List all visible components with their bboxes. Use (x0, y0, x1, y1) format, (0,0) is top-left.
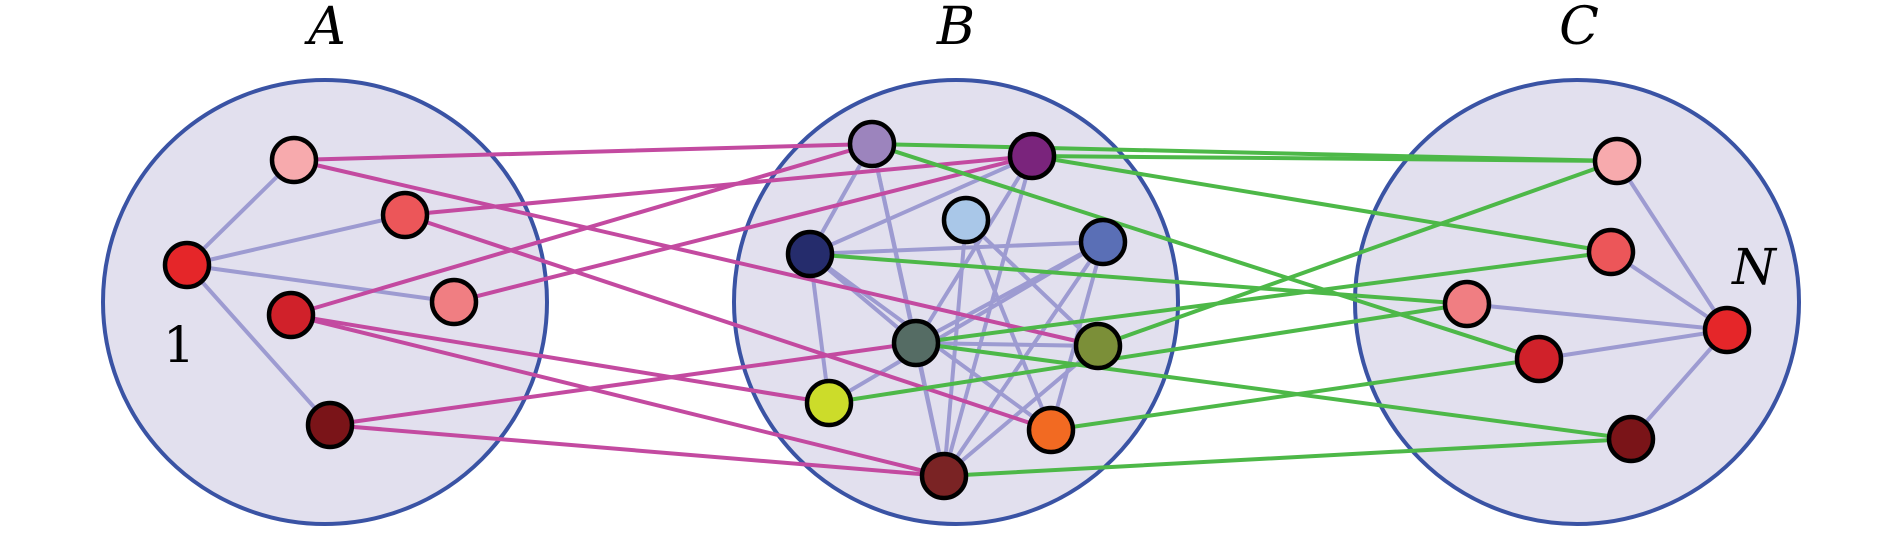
intra-edge-b1-b10 (870, 142, 946, 478)
node-c3 (1442, 279, 1492, 329)
edge-ab-a4-b1 (289, 142, 874, 317)
edge-bc-b1-c4 (870, 142, 1541, 361)
node-c5 (1702, 305, 1752, 355)
node-a1 (269, 135, 319, 185)
intra-edge-c1-c5 (1615, 159, 1729, 332)
node-b2 (1007, 131, 1057, 181)
edge-bc-b6-c2 (914, 250, 1613, 345)
intra-edge-c3-c5 (1465, 302, 1729, 332)
group-a-circle (101, 78, 549, 526)
node-b5 (1078, 217, 1128, 267)
node-b6 (891, 318, 941, 368)
edge-ab-a4-b8 (289, 313, 831, 405)
intra-edge-b2-b10 (942, 154, 1034, 478)
node-a5 (429, 277, 479, 327)
group-c-label: C (1559, 0, 1599, 57)
node-b7 (1073, 321, 1123, 371)
intra-edge-b4-b5 (808, 240, 1105, 256)
edge-ab-a5-b2 (452, 154, 1034, 304)
edge-bc-b6-c6 (914, 341, 1633, 441)
edge-ab-a6-b10 (328, 423, 946, 478)
node-b8 (804, 378, 854, 428)
edge-bc-b2-c2 (1030, 154, 1613, 254)
node-a3 (162, 240, 212, 290)
intra-edge-b2-b4 (808, 154, 1034, 256)
node-c2 (1586, 227, 1636, 277)
intra-edge-b2-b6 (914, 154, 1034, 345)
node-c1 (1592, 136, 1642, 186)
node-b1 (847, 119, 897, 169)
intra-edge-a3-a2 (185, 213, 407, 267)
edge-bc-b9-c4 (1049, 357, 1541, 432)
node-a6 (305, 400, 355, 450)
node-label-last: N (1731, 238, 1778, 296)
node-c4 (1514, 334, 1564, 384)
intra-edge-b6-b7 (914, 341, 1100, 348)
node-c6 (1606, 414, 1656, 464)
intra-edge-a3-a1 (185, 158, 296, 267)
intra-edge-c4-c5 (1537, 328, 1729, 361)
edge-bc-b7-c1 (1096, 159, 1619, 348)
group-a-label: A (304, 0, 346, 57)
node-b3 (941, 195, 991, 245)
node-a2 (380, 190, 430, 240)
intra-edge-a3-a6 (185, 263, 332, 427)
edge-ab-a4-b10 (289, 313, 946, 478)
edge-ab-a2-b2 (403, 154, 1034, 217)
edge-bc-b8-c3 (827, 302, 1469, 405)
group-b-label: B (936, 0, 975, 57)
node-a4 (266, 290, 316, 340)
node-b4 (785, 229, 835, 279)
edge-ab-a6-b6 (328, 341, 918, 427)
intra-edge-b5-b8 (827, 240, 1105, 405)
edge-bc-b10-c6 (942, 437, 1633, 478)
cross-edges (289, 142, 1633, 478)
edge-ab-a1-b1 (292, 142, 874, 162)
edge-bc-b4-c3 (808, 252, 1469, 306)
nodes (162, 119, 1752, 501)
node-label-first: 1 (163, 316, 195, 374)
node-b10 (919, 451, 969, 501)
edge-ab-a1-b7 (292, 158, 1100, 348)
edge-bc-b2-c1 (1030, 154, 1619, 163)
intra-edge-a3-a5 (185, 263, 456, 304)
node-b9 (1026, 405, 1076, 455)
group-c-circle (1353, 78, 1801, 526)
intra-edge-b7-b10 (942, 344, 1100, 478)
